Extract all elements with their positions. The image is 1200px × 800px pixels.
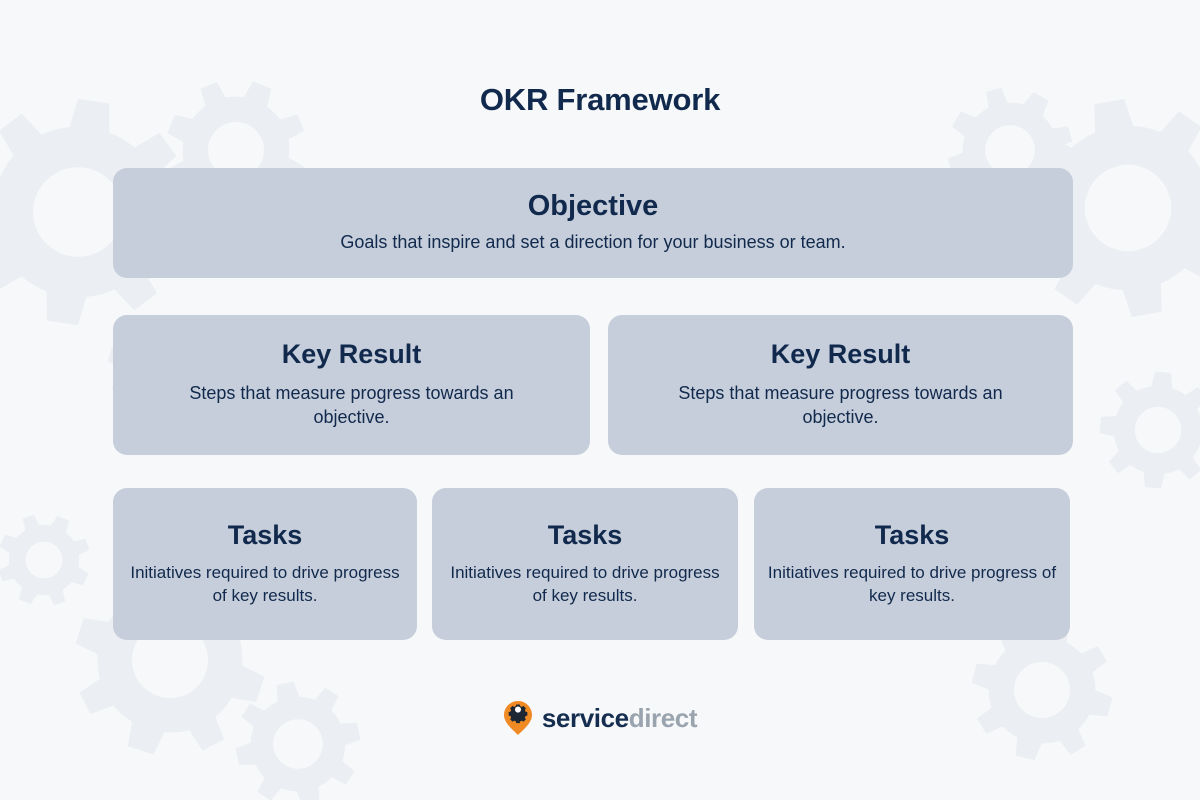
key-result-card-title: Key Result	[281, 339, 422, 370]
task-card[interactable]: Tasks Initiatives required to drive prog…	[754, 488, 1070, 640]
key-result-card-description: Steps that measure progress towards an o…	[189, 383, 514, 427]
task-card-title: Tasks	[227, 519, 303, 550]
location-pin-gear-icon	[503, 701, 532, 735]
task-card-title: Tasks	[874, 519, 950, 550]
brand-wordmark-primary: service	[541, 703, 629, 733]
objective-card-title: Objective	[527, 190, 659, 223]
task-card-title: Tasks	[547, 519, 623, 550]
key-result-card[interactable]: Key Result Steps that measure progress t…	[113, 315, 590, 455]
page-title: OKR Framework	[479, 82, 721, 117]
task-card[interactable]: Tasks Initiatives required to drive prog…	[113, 488, 417, 640]
brand-logo[interactable]: servicedirect	[0, 700, 1200, 736]
key-result-card-description: Steps that measure progress towards an o…	[678, 383, 1003, 427]
brand-wordmark-secondary: direct	[628, 703, 698, 733]
objective-card[interactable]: Objective Goals that inspire and set a d…	[113, 168, 1073, 278]
objective-card-description: Goals that inspire and set a direction f…	[340, 232, 846, 253]
brand-wordmark: servicedirect	[541, 703, 698, 733]
task-card-description: Initiatives required to drive progress o…	[767, 563, 1057, 605]
key-result-card[interactable]: Key Result Steps that measure progress t…	[608, 315, 1073, 455]
task-card-description: Initiatives required to drive progress o…	[450, 563, 720, 605]
key-result-card-title: Key Result	[770, 339, 911, 370]
task-card[interactable]: Tasks Initiatives required to drive prog…	[432, 488, 738, 640]
task-card-description: Initiatives required to drive progress o…	[130, 563, 400, 605]
